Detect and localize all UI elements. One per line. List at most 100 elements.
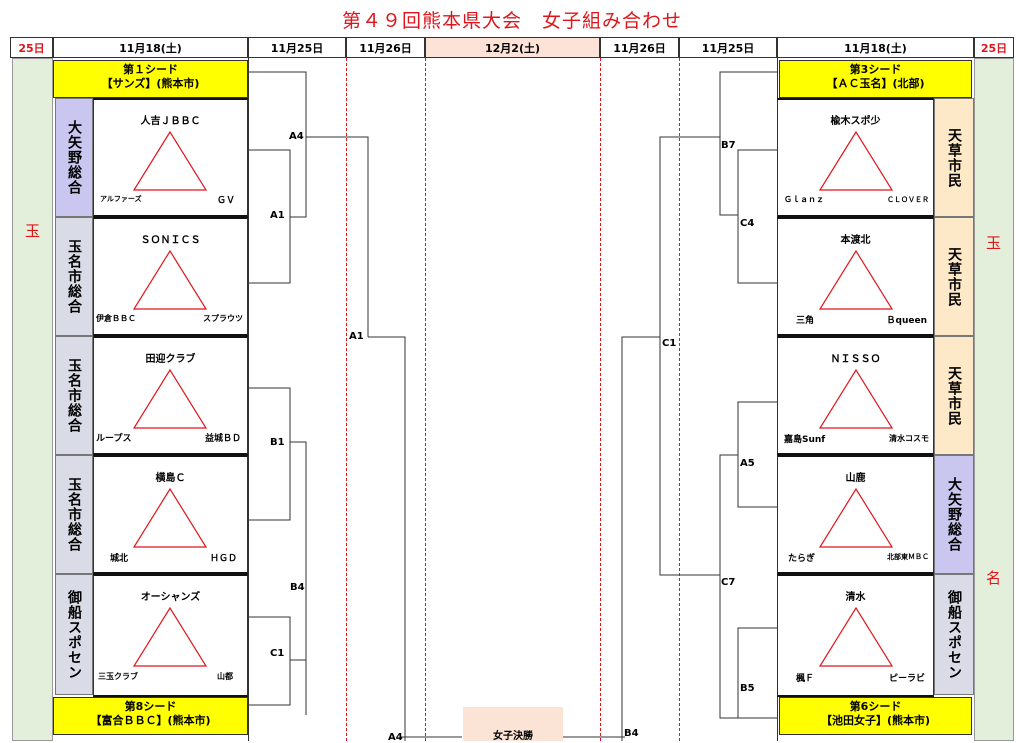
team-bottom-left: 三玉クラブ xyxy=(98,672,138,681)
team-top: 田迎クラブ xyxy=(145,354,196,365)
team-bottom-left: 三角 xyxy=(796,316,815,326)
team-bottom-right: 清水コスモ xyxy=(889,434,929,443)
team-top: 人吉ＪＢＢＣ xyxy=(140,116,201,127)
team-bottom-left: たらぎ xyxy=(788,554,816,564)
left-venue-5: 御船スポセン xyxy=(55,574,93,695)
divider xyxy=(425,58,426,741)
right-venue-2: 天草市民 xyxy=(934,217,974,336)
left-group-4: 横島Ｃ 城北 ＨＧＤ xyxy=(93,455,248,574)
seed-line2: 【サンズ】(熊本市) xyxy=(101,77,200,90)
bracket-label: A4 xyxy=(289,131,304,142)
group-triangle xyxy=(132,130,208,191)
header-right-date3: 11月26日 xyxy=(600,37,679,58)
right-group-5: 清水 楓Ｆ ピーラビ xyxy=(777,574,934,697)
right-group-1: 楡木スポ少 Ｇｌａｎｚ ＣＬＯＶＥＲ xyxy=(777,98,934,217)
final-label: 女子決勝 xyxy=(493,731,533,742)
team-bottom-left: 伊倉ＢＢＣ xyxy=(96,314,136,323)
team-bottom-right: 北部東ＭＢＣ xyxy=(887,553,929,561)
team-top: オーシャンズ xyxy=(140,592,201,603)
team-bottom-right: ＣＬＯＶＥＲ xyxy=(887,196,929,204)
team-bottom-right: 益城ＢＤ xyxy=(204,434,241,444)
right-venue-5: 御船スポセン xyxy=(934,574,974,695)
bracket-label: B5 xyxy=(740,683,755,694)
seed-line2: 【ＡＣ玉名】(北部) xyxy=(826,77,925,90)
left-venue-1: 大矢野総合 xyxy=(55,98,93,217)
team-bottom-left: Ｇｌａｎｚ xyxy=(784,195,824,204)
left-venue-2: 玉名市総合 xyxy=(55,217,93,336)
team-bottom-right: ＧＶ xyxy=(216,196,235,206)
group-triangle xyxy=(818,249,894,310)
team-top: 横島Ｃ xyxy=(155,473,186,484)
seed-left-top: 第１シード 【サンズ】(熊本市) xyxy=(53,60,248,98)
right-venue-column xyxy=(974,58,1014,741)
divider xyxy=(600,58,601,741)
left-venue-column xyxy=(12,58,53,741)
right-venue-char-top: 玉 xyxy=(986,234,1002,252)
bracket-label: A1 xyxy=(349,331,364,342)
team-bottom-left: 楓Ｆ xyxy=(796,674,815,684)
bracket-label: B1 xyxy=(270,437,285,448)
header-left-date2: 11月25日 xyxy=(248,37,346,58)
right-venue-3: 天草市民 xyxy=(934,336,974,455)
team-bottom-right: 山都 xyxy=(217,672,233,681)
final-box: 女子決勝 xyxy=(463,707,563,742)
group-triangle xyxy=(818,130,894,191)
divider xyxy=(679,58,680,741)
header-left-day: 25日 xyxy=(10,37,53,58)
seed-line1: 第6シード xyxy=(849,700,902,713)
left-group-1: 人吉ＪＢＢＣ アルファーズ ＧＶ xyxy=(93,98,248,217)
bracket-label: B7 xyxy=(721,140,736,151)
left-venue-4: 玉名市総合 xyxy=(55,455,93,574)
bracket-label: C1 xyxy=(662,338,677,349)
left-venue-3: 玉名市総合 xyxy=(55,336,93,455)
seed-left-bottom: 第8シード 【富合ＢＢＣ】(熊本市) xyxy=(53,697,248,735)
bracket-label: B4 xyxy=(624,728,639,739)
bracket-label: A5 xyxy=(740,458,755,469)
left-group-2: ＳＯＮＩＣＳ 伊倉ＢＢＣ スプラウツ xyxy=(93,217,248,336)
team-top: 清水 xyxy=(845,592,866,603)
group-triangle xyxy=(132,249,208,310)
right-venue-1: 天草市民 xyxy=(934,98,974,217)
team-bottom-left: 嘉島Sunf xyxy=(784,435,826,445)
bracket-label: A4 xyxy=(388,732,403,743)
right-venue-char-mid: 名 xyxy=(986,569,1002,587)
bracket-label: C4 xyxy=(740,218,755,229)
header-right-date1: 11月18(土) xyxy=(777,37,974,58)
seed-line2: 【富合ＢＢＣ】(熊本市) xyxy=(90,714,211,727)
team-top: 楡木スポ少 xyxy=(830,116,881,127)
right-group-3: ＮＩＳＳＯ 嘉島Sunf 清水コスモ xyxy=(777,336,934,455)
team-bottom-right: スプラウツ xyxy=(203,314,243,323)
header-left-date1: 11月18(土) xyxy=(53,37,248,58)
group-triangle xyxy=(818,487,894,548)
group-triangle xyxy=(818,368,894,429)
group-triangle xyxy=(818,606,894,667)
header-right-date2: 11月25日 xyxy=(679,37,777,58)
bracket-label: C1 xyxy=(270,648,285,659)
group-triangle xyxy=(132,368,208,429)
team-top: 本渡北 xyxy=(840,235,871,246)
group-triangle xyxy=(132,487,208,548)
left-group-5: オーシャンズ 三玉クラブ 山都 xyxy=(93,574,248,697)
team-top: ＳＯＮＩＣＳ xyxy=(140,235,201,246)
header-center-date: 12月2(土) xyxy=(425,37,600,58)
team-bottom-left: 城北 xyxy=(110,554,129,564)
bracket-label: C7 xyxy=(721,577,736,588)
right-venue-4: 大矢野総合 xyxy=(934,455,974,574)
bracket-label: B4 xyxy=(290,582,305,593)
team-top: 山鹿 xyxy=(845,473,866,484)
team-top: ＮＩＳＳＯ xyxy=(830,354,881,365)
page-title: 第４９回熊本県大会 女子組み合わせ xyxy=(341,10,682,32)
team-bottom-right: ＨＧＤ xyxy=(209,554,237,564)
right-group-4: 山鹿 たらぎ 北部東ＭＢＣ xyxy=(777,455,934,574)
left-venue-char: 玉 xyxy=(25,222,41,240)
header-left-date3: 11月26日 xyxy=(346,37,425,58)
seed-right-top: 第3シード 【ＡＣ玉名】(北部) xyxy=(779,60,972,98)
divider xyxy=(346,58,347,741)
group-triangle xyxy=(132,606,208,667)
seed-right-bottom: 第6シード 【池田女子】(熊本市) xyxy=(779,697,972,735)
seed-line1: 第8シード xyxy=(124,700,177,713)
team-bottom-right: Ｂqueen xyxy=(886,316,927,326)
team-bottom-right: ピーラビ xyxy=(888,674,925,684)
right-group-2: 本渡北 三角 Ｂqueen xyxy=(777,217,934,336)
